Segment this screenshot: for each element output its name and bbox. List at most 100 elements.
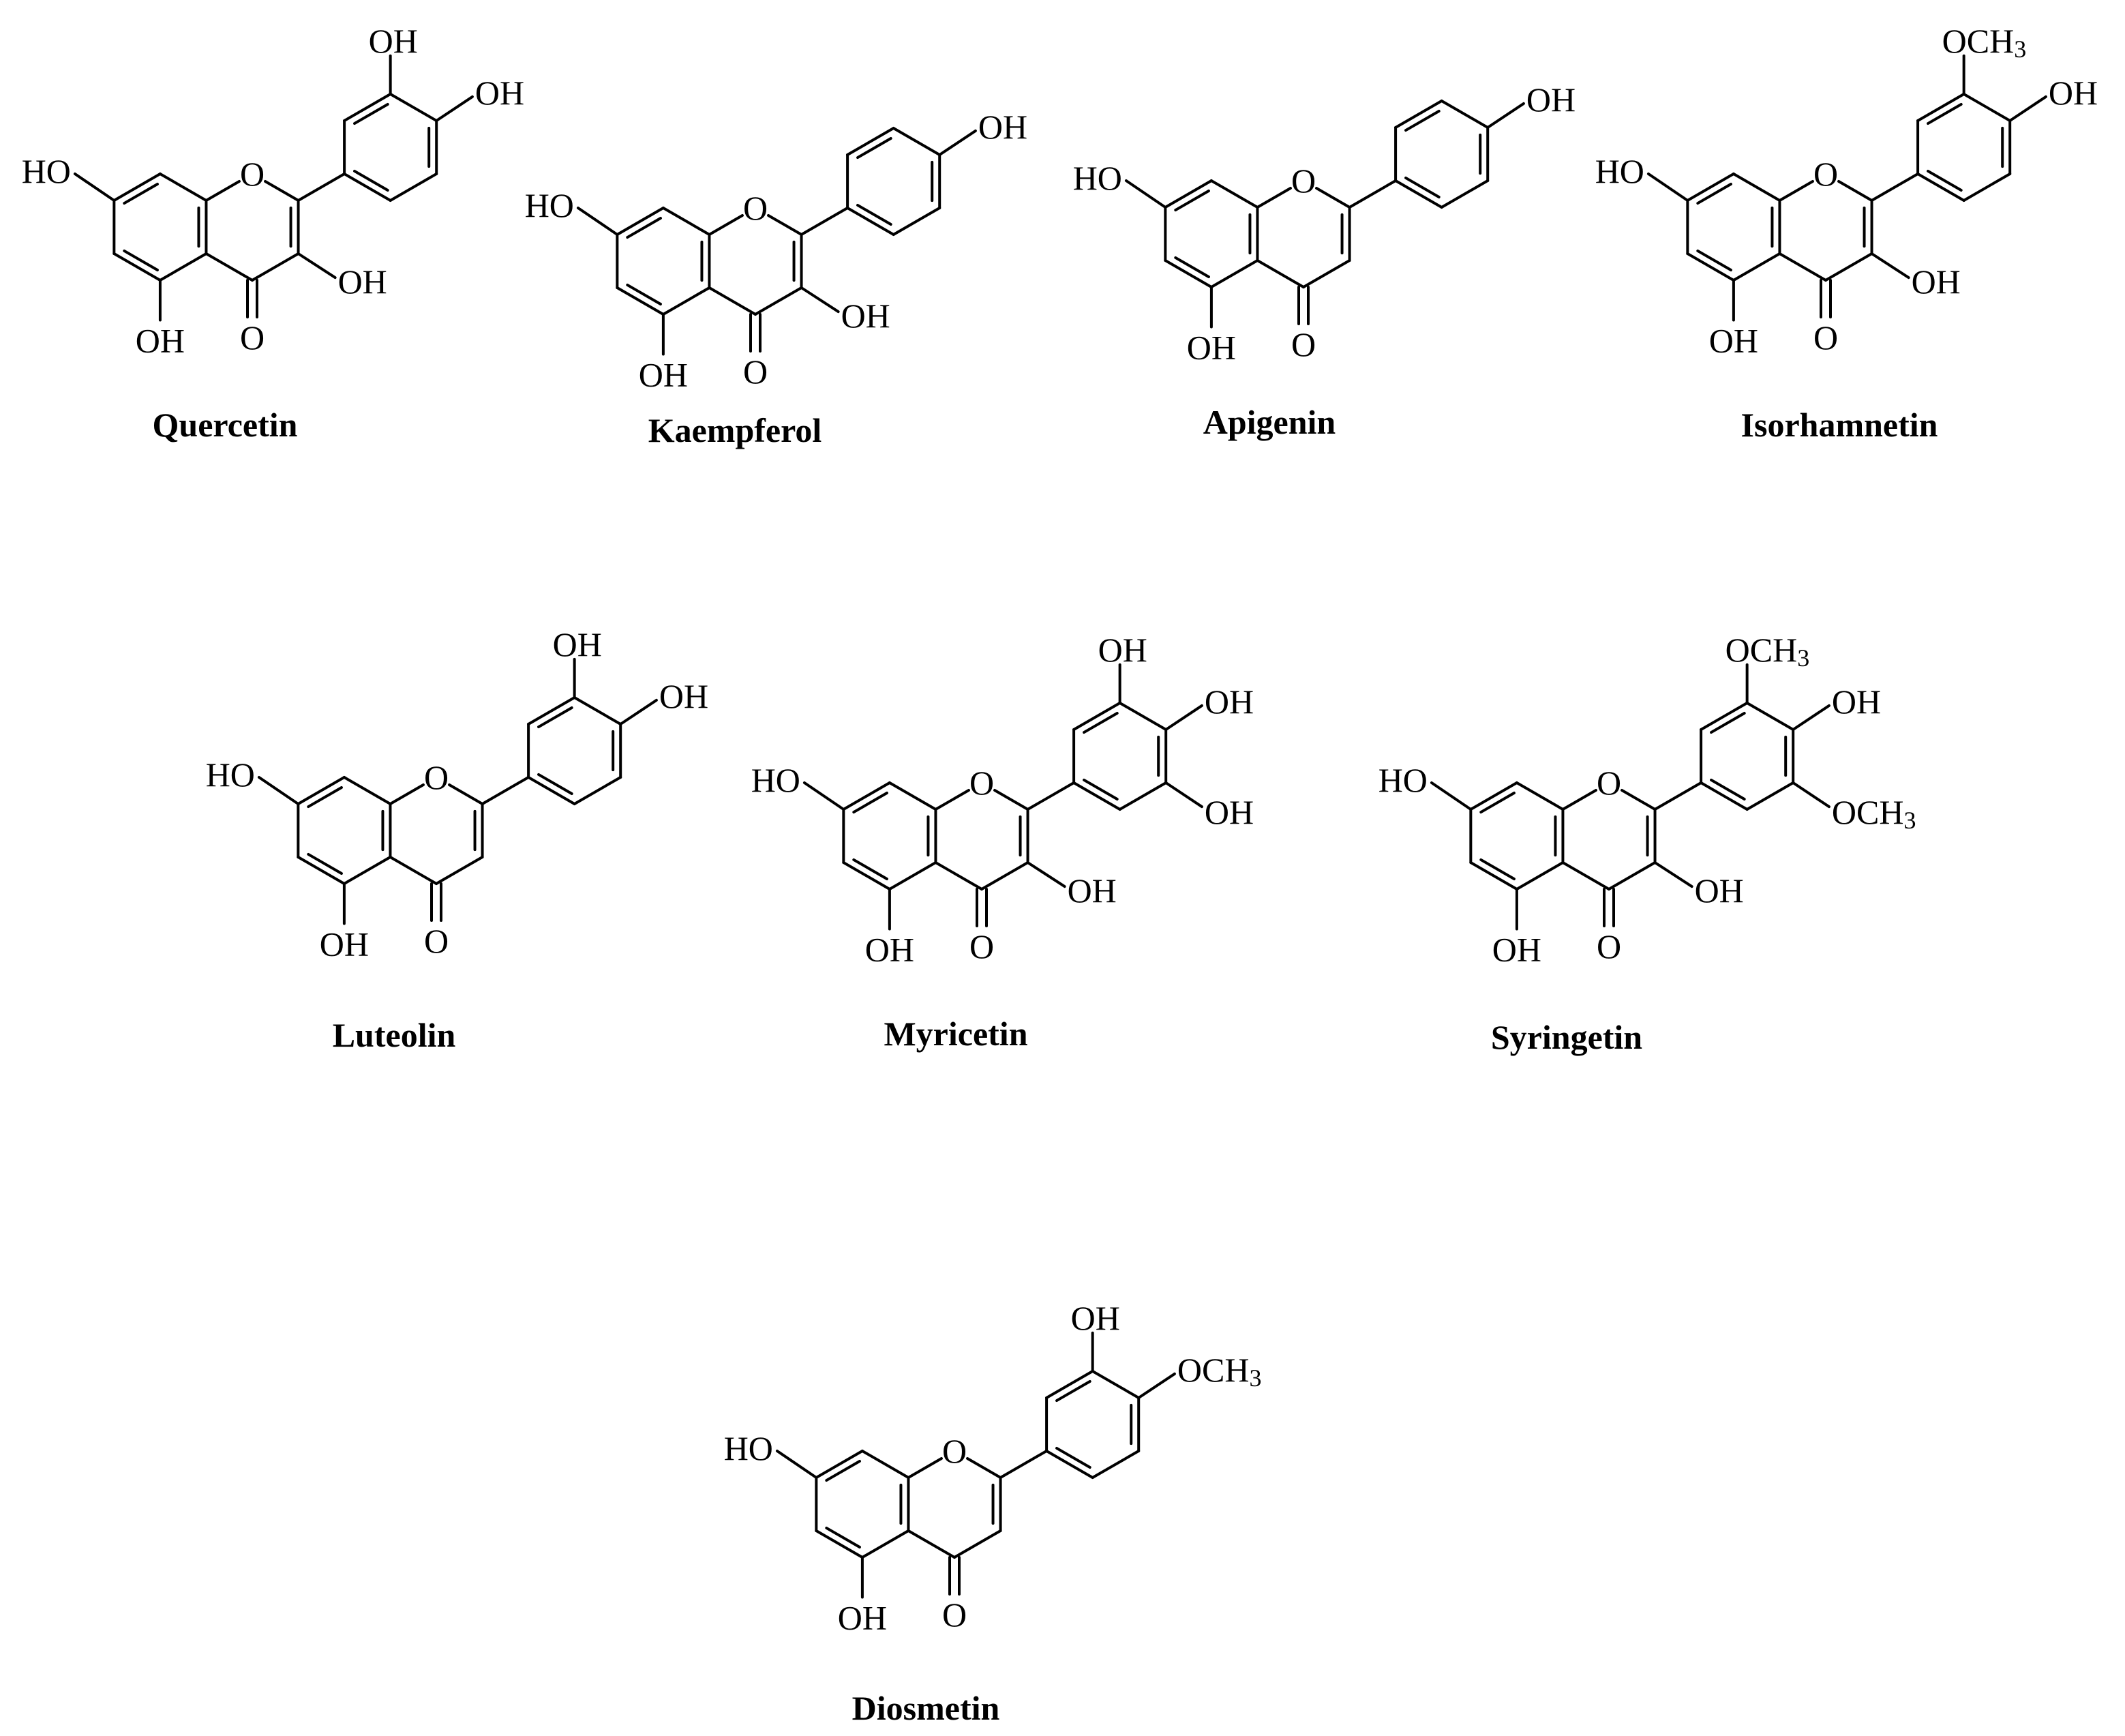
bond — [775, 1450, 818, 1479]
bond — [999, 1450, 1049, 1479]
hydroxyl-label-c7: HO — [525, 186, 574, 224]
double-bond — [1479, 858, 1516, 881]
bond — [1209, 179, 1259, 209]
hydroxyl-label-r4: OH — [1205, 683, 1254, 721]
bond — [1026, 781, 1076, 811]
bond — [1686, 252, 1735, 282]
double-bond — [123, 249, 159, 272]
compound-name: Quercetin — [153, 406, 298, 444]
bond — [907, 1529, 956, 1559]
bond — [1256, 259, 1305, 288]
keto-oxygen-label: O — [424, 922, 449, 960]
bond — [1486, 102, 1525, 129]
hydroxyl-label-c3: OH — [841, 297, 890, 335]
bond — [1608, 861, 1657, 891]
keto-oxygen-label: O — [969, 927, 994, 966]
double-bond — [307, 852, 343, 876]
bond-lines — [1430, 663, 1830, 931]
bond — [389, 783, 425, 805]
hydroxyl-label-r3: OH — [553, 625, 602, 663]
bond — [1792, 704, 1830, 731]
bond — [1778, 180, 1814, 202]
hydroxyl-label-c7: HO — [1378, 761, 1428, 799]
bond — [1700, 702, 1749, 731]
keto-oxygen-label: O — [1291, 325, 1316, 363]
bond — [1732, 252, 1781, 282]
keto-oxygen-label: O — [1597, 927, 1621, 966]
methoxy-label-r3: OCH3 — [1725, 631, 1810, 672]
ring-oxygen-label: O — [743, 189, 768, 227]
bond — [1653, 781, 1703, 811]
bond — [846, 127, 895, 156]
double-bond — [537, 773, 573, 796]
bond — [1745, 781, 1795, 811]
bond-lines — [1124, 100, 1525, 329]
compound-name: Apigenin — [1203, 403, 1336, 441]
bond — [576, 207, 619, 236]
bond — [527, 776, 576, 805]
bond — [1515, 861, 1565, 891]
bond — [73, 173, 116, 202]
compound-name: Myricetin — [884, 1015, 1027, 1053]
bond-lines — [775, 1331, 1176, 1599]
double-bond — [1479, 791, 1516, 814]
bond — [297, 173, 346, 202]
methoxy-label-r3: OCH3 — [1942, 22, 2027, 63]
bond — [619, 698, 658, 725]
bond — [953, 1529, 1002, 1559]
bond — [1045, 1370, 1094, 1399]
ring-oxygen-label: O — [1597, 764, 1621, 802]
bond — [389, 93, 438, 122]
hydroxyl-label-c3: OH — [338, 263, 387, 301]
bond — [1621, 789, 1657, 811]
hydroxyl-label-r3: OH — [1098, 631, 1147, 669]
bond — [860, 1450, 910, 1479]
bond — [1962, 173, 2012, 202]
compound-name: Kaempferol — [648, 411, 822, 449]
bond — [846, 207, 895, 236]
bond — [767, 214, 803, 236]
double-bond — [1174, 189, 1210, 212]
bond — [1792, 781, 1830, 809]
bond — [1515, 781, 1565, 811]
hydroxyl-label-c5: OH — [136, 322, 185, 360]
bond — [800, 286, 840, 314]
double-bond — [1696, 249, 1732, 272]
double-bond — [353, 102, 389, 125]
bond — [481, 776, 530, 805]
double-bond — [856, 203, 892, 226]
double-bond — [1927, 102, 1963, 125]
bond — [264, 180, 300, 202]
bond — [1440, 179, 1490, 209]
compound-name: Diosmetin — [852, 1689, 1000, 1727]
methoxy-label-r5: OCH3 — [1832, 793, 1916, 834]
bond — [1745, 702, 1795, 731]
bond — [1916, 93, 1965, 122]
bond — [1824, 252, 1873, 282]
bond — [1118, 781, 1168, 811]
bond — [389, 856, 438, 885]
bond — [158, 173, 208, 202]
bond — [573, 696, 622, 725]
bond — [1394, 179, 1443, 209]
hydroxyl-label-c7: HO — [22, 152, 71, 190]
hydroxyl-label-c7: HO — [1073, 159, 1122, 197]
bond — [1315, 187, 1351, 209]
bond — [934, 789, 970, 811]
double-bond — [825, 1526, 861, 1549]
bond — [1302, 259, 1351, 288]
bond — [573, 776, 622, 805]
bond — [888, 861, 937, 891]
double-bond — [1404, 176, 1441, 199]
compound-name: Isorhamnetin — [1741, 406, 1938, 444]
double-bond — [825, 1459, 861, 1482]
hydroxyl-label-r4: OH — [1526, 80, 1576, 119]
bond — [1072, 702, 1121, 731]
bond — [435, 856, 484, 885]
hydroxyl-label-c5: OH — [865, 931, 914, 969]
hydroxyl-label-c7: HO — [1595, 152, 1644, 190]
